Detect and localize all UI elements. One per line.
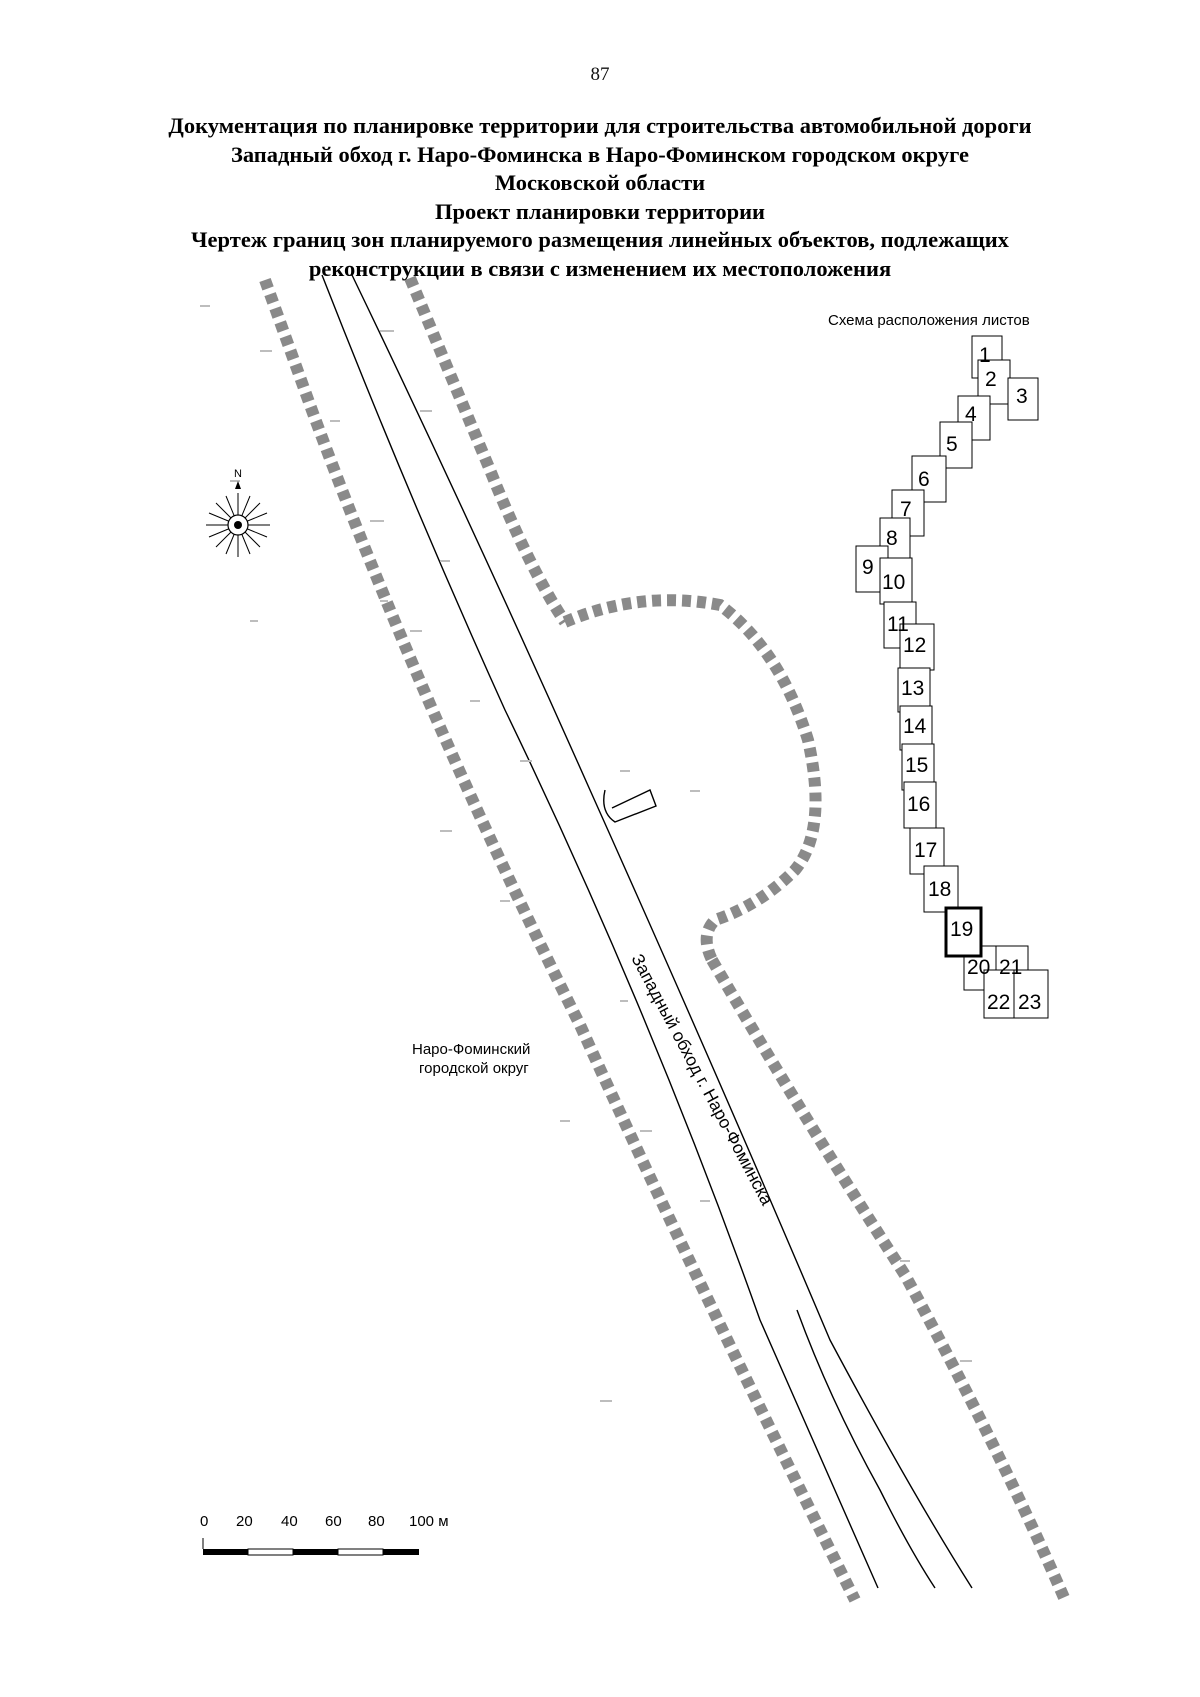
title-line-4: Проект планировки территории — [434, 198, 766, 224]
sheet-label-22: 22 — [987, 991, 1010, 1014]
document-title: Документация по планировке территории дл… — [60, 112, 1140, 283]
sheet-label-7: 7 — [900, 498, 912, 521]
road-inner-curve — [796, 1309, 936, 1589]
title-line-6: реконструкции в связи с изменением их ме… — [308, 255, 892, 281]
sheet-label-14: 14 — [903, 715, 927, 738]
road-branch-stub — [603, 789, 657, 823]
scale-tick-100: 100 м — [409, 1513, 449, 1530]
sheet-label-20: 20 — [967, 956, 990, 979]
compass-rose-icon: N — [206, 468, 270, 557]
sheet-label-1: 1 — [979, 344, 991, 367]
sheet-label-2: 2 — [985, 368, 997, 391]
page-number: 87 — [590, 64, 610, 85]
scale-tick-20: 20 — [236, 1513, 253, 1530]
sheet-label-11: 11 — [887, 613, 909, 636]
zone-boundaries — [259, 275, 1071, 1603]
district-label-line1: Наро-Фоминский — [412, 1041, 530, 1058]
sheet-frame-23 — [1013, 969, 1049, 1019]
compass-north-label: N — [234, 468, 242, 480]
sheet-label-6: 6 — [918, 468, 930, 491]
sheet-frame-18 — [923, 865, 959, 913]
sheet-label-18: 18 — [928, 878, 951, 901]
title-line-3: Московской области — [494, 170, 706, 195]
sheet-label-13: 13 — [901, 677, 924, 700]
district-label-line2: городской округ — [419, 1060, 529, 1077]
sheet-label-5: 5 — [946, 433, 958, 456]
sheet-label-16: 16 — [907, 793, 930, 816]
sheet-frame-13 — [897, 667, 931, 713]
sheet-label-8: 8 — [886, 527, 898, 550]
sheet-label-10: 10 — [882, 571, 905, 594]
scale-segment-3 — [293, 1549, 338, 1555]
sheet-frame-19-current — [944, 906, 983, 958]
sheet-layout-title: Схема расположения листов — [828, 312, 1030, 329]
scale-tick-0: 0 — [200, 1513, 208, 1530]
road-label: Западный обход г. Наро-Фоминска — [627, 950, 777, 1208]
sheet-label-21: 21 — [999, 956, 1022, 979]
sheet-frame-16 — [903, 781, 937, 829]
right-zone-boundary — [706, 956, 1071, 1603]
north-arrow-icon — [235, 481, 241, 489]
sheet-label-23: 23 — [1018, 991, 1041, 1014]
sheet-label-12: 12 — [903, 634, 926, 657]
scale-bar: 0 20 40 60 80 100 м — [200, 1513, 449, 1556]
scale-segment-2 — [247, 1548, 294, 1556]
road-line-right — [351, 274, 973, 1589]
scale-segment-5 — [383, 1549, 419, 1555]
sheet-frame-14 — [899, 705, 933, 751]
sheet-label-4: 4 — [965, 403, 977, 426]
sheet-label-3: 3 — [1016, 385, 1028, 408]
sheet-layout-grid: 1 2 3 4 5 6 7 8 9 10 11 12 13 14 15 16 1… — [855, 335, 1049, 1019]
title-line-2: Западный обход г. Наро-Фоминска в Наро-Ф… — [230, 141, 970, 167]
title-line-1: Документация по планировке территории дл… — [168, 113, 1032, 138]
scale-tick-40: 40 — [281, 1513, 298, 1530]
title-line-5: Чертеж границ зон планируемого размещени… — [191, 227, 1009, 252]
sheet-frame-3 — [1007, 377, 1039, 421]
scale-tick-60: 60 — [325, 1513, 342, 1530]
road-line-left — [321, 274, 879, 1589]
road-lines — [321, 274, 973, 1589]
loop-zone-boundary — [562, 594, 822, 963]
sheet-label-17: 17 — [914, 839, 937, 862]
ground-marks — [200, 305, 972, 1402]
scale-segment-4 — [337, 1548, 384, 1556]
sheet-frame-10 — [879, 557, 913, 605]
sheet-label-15: 15 — [905, 754, 928, 777]
sheet-label-9: 9 — [862, 556, 874, 579]
scale-tick-80: 80 — [368, 1513, 385, 1530]
left-zone-boundary — [259, 277, 861, 1603]
sheet-label-19: 19 — [950, 918, 973, 941]
scale-segment-1 — [203, 1549, 248, 1555]
middle-zone-boundary — [404, 275, 570, 626]
